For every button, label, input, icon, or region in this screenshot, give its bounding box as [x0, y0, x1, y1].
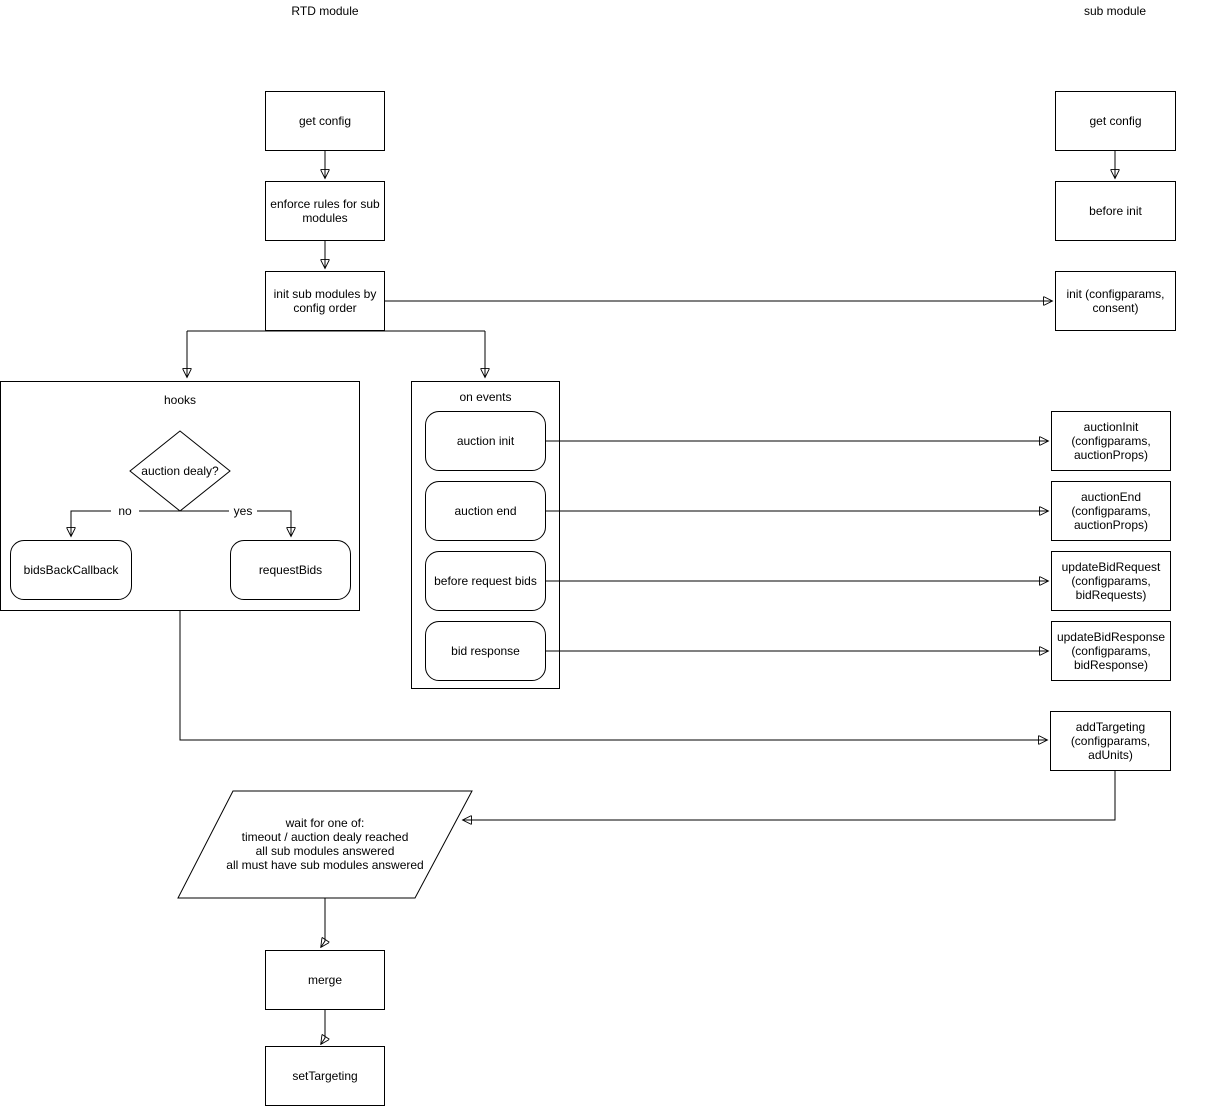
hooks-title: hooks [163, 393, 197, 407]
edge-merge-to-settargeting [321, 1010, 325, 1044]
wait-parallelogram-shape [177, 790, 473, 899]
lane-title-sub-module: sub module [1083, 4, 1147, 18]
node-updatebidrequest-handler: updateBidRequest (configparams, bidReque… [1051, 551, 1171, 611]
node-enforce-rules: enforce rules for sub modules [265, 181, 385, 241]
node-auctioninit-handler: auctionInit (configparams, auctionProps) [1051, 411, 1171, 471]
on-events-title: on events [459, 390, 512, 404]
node-settargeting: setTargeting [265, 1046, 385, 1106]
node-sub-get-config: get config [1055, 91, 1176, 151]
node-init-configparams: init (configparams, consent) [1055, 271, 1176, 331]
lane-title-rtd-module: RTD module [291, 4, 359, 18]
node-label: enforce rules for sub modules [270, 197, 380, 225]
node-label: get config [1089, 114, 1142, 128]
node-label: requestBids [258, 563, 323, 577]
node-addtargeting-handler: addTargeting (configparams, adUnits) [1050, 711, 1171, 771]
node-requestbids: requestBids [230, 540, 351, 600]
node-label: setTargeting [292, 1069, 358, 1083]
node-init-sub-modules: init sub modules by config order [265, 271, 385, 331]
node-label: merge [307, 973, 342, 987]
node-updatebidresponse-handler: updateBidResponse (configparams, bidResp… [1051, 621, 1171, 681]
node-label: before init [1089, 204, 1142, 218]
node-label: auctionEnd (configparams, auctionProps) [1071, 490, 1151, 532]
node-label: updateBidResponse (configparams, bidResp… [1056, 630, 1166, 672]
decision-yes-label: yes [229, 504, 257, 518]
node-label: auction init [456, 434, 515, 448]
node-label: auction end [454, 504, 517, 518]
edge-wait-to-merge [321, 898, 325, 947]
node-label: updateBidRequest (configparams, bidReque… [1061, 560, 1161, 602]
node-label: init sub modules by config order [273, 287, 377, 315]
node-label: before request bids [434, 574, 537, 588]
edge-decision-no [71, 510, 180, 536]
node-auction-end: auction end [425, 481, 546, 541]
node-label: init (configparams, consent) [1066, 287, 1165, 315]
node-auctionend-handler: auctionEnd (configparams, auctionProps) [1051, 481, 1171, 541]
node-bidsbackcallback: bidsBackCallback [10, 540, 132, 600]
edge-hooks-to-addtargeting [179, 611, 1047, 740]
node-merge: merge [265, 950, 385, 1010]
decision-no-label: no [111, 504, 139, 518]
decision-label: auction dealy? [141, 464, 219, 478]
node-bid-response: bid response [425, 621, 546, 681]
node-label: addTargeting (configparams, adUnits) [1070, 720, 1151, 762]
node-before-request-bids: before request bids [425, 551, 546, 611]
node-label: bidsBackCallback [23, 563, 119, 577]
wait-node-label: wait for one of: timeout / auction dealy… [226, 816, 424, 872]
node-label: get config [298, 114, 352, 128]
hooks-container [0, 381, 360, 611]
node-label: auctionInit (configparams, auctionProps) [1071, 420, 1151, 462]
edge-decision-yes [180, 510, 291, 536]
edge-addtargeting-to-wait [463, 771, 1116, 820]
node-label: bid response [451, 644, 520, 658]
node-auction-init: auction init [425, 411, 546, 471]
node-before-init: before init [1055, 181, 1176, 241]
on-events-container [411, 381, 560, 689]
node-rtd-get-config: get config [265, 91, 385, 151]
